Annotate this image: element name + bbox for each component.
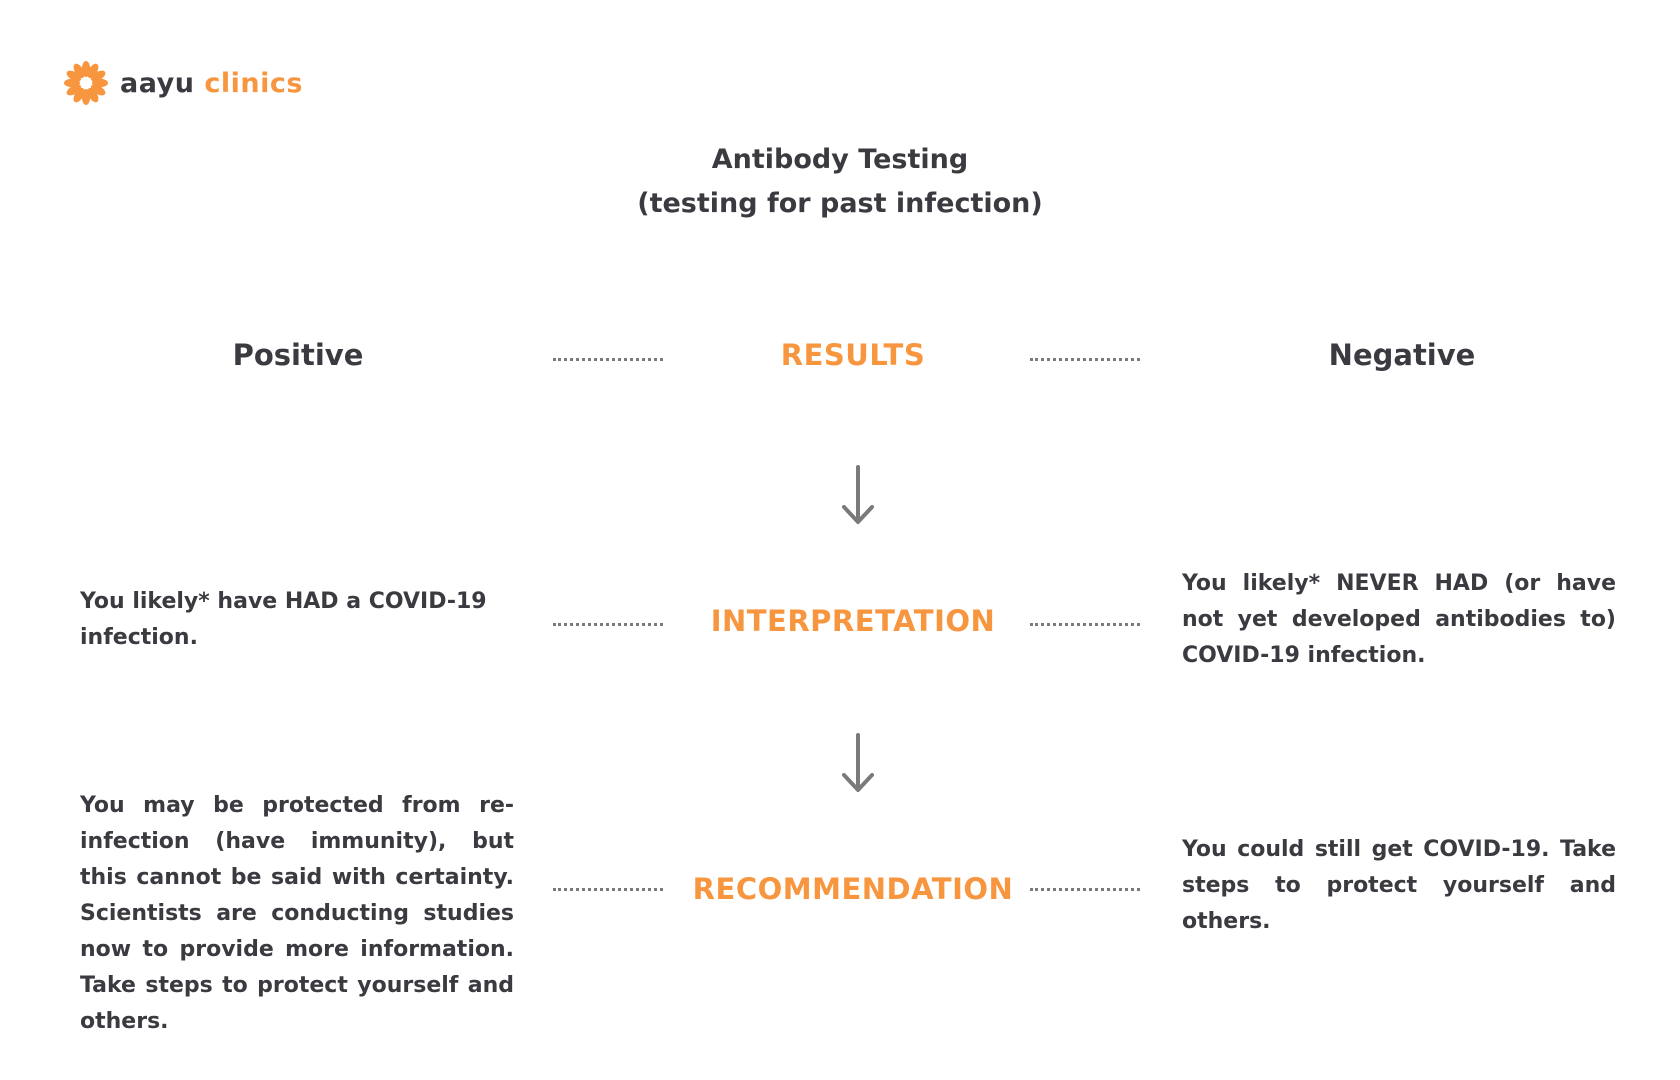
brand-name-aayu: aayu xyxy=(120,67,195,99)
brand-logo: aayu clinics xyxy=(62,58,303,108)
flower-icon xyxy=(64,61,108,105)
recommendation-right-connector xyxy=(1030,888,1140,891)
results-right-connector xyxy=(1030,358,1140,361)
down-arrow-icon xyxy=(842,733,874,792)
title-line-1: Antibody Testing xyxy=(711,144,969,175)
interpretation-label: INTERPRETATION xyxy=(710,604,996,638)
interpretation-right-connector xyxy=(1030,623,1140,626)
recommendation-label: RECOMMENDATION xyxy=(692,872,1014,906)
negative-recommendation: You could still get COVID-19. Take steps… xyxy=(1182,837,1616,934)
brand-name-clinics: clinics xyxy=(204,67,303,99)
diagram-title: Antibody Testing (testing for past infec… xyxy=(540,138,1140,226)
recommendation-left-connector xyxy=(553,888,663,891)
negative-interpretation: You likely* NEVER HAD (or have not yet d… xyxy=(1182,571,1616,668)
title-line-2: (testing for past infection) xyxy=(637,188,1043,219)
results-label: RESULTS xyxy=(780,338,926,372)
positive-column-heading: Positive xyxy=(232,338,364,372)
interpretation-left-connector xyxy=(553,623,663,626)
down-arrow-icon xyxy=(842,465,874,524)
positive-interpretation: You likely* have HAD a COVID-19 infectio… xyxy=(80,589,487,650)
results-left-connector xyxy=(553,358,663,361)
negative-column-heading: Negative xyxy=(1328,338,1476,372)
brand-name: aayu clinics xyxy=(120,68,303,99)
positive-recommendation: You may be protected from re-infection (… xyxy=(80,793,514,1034)
